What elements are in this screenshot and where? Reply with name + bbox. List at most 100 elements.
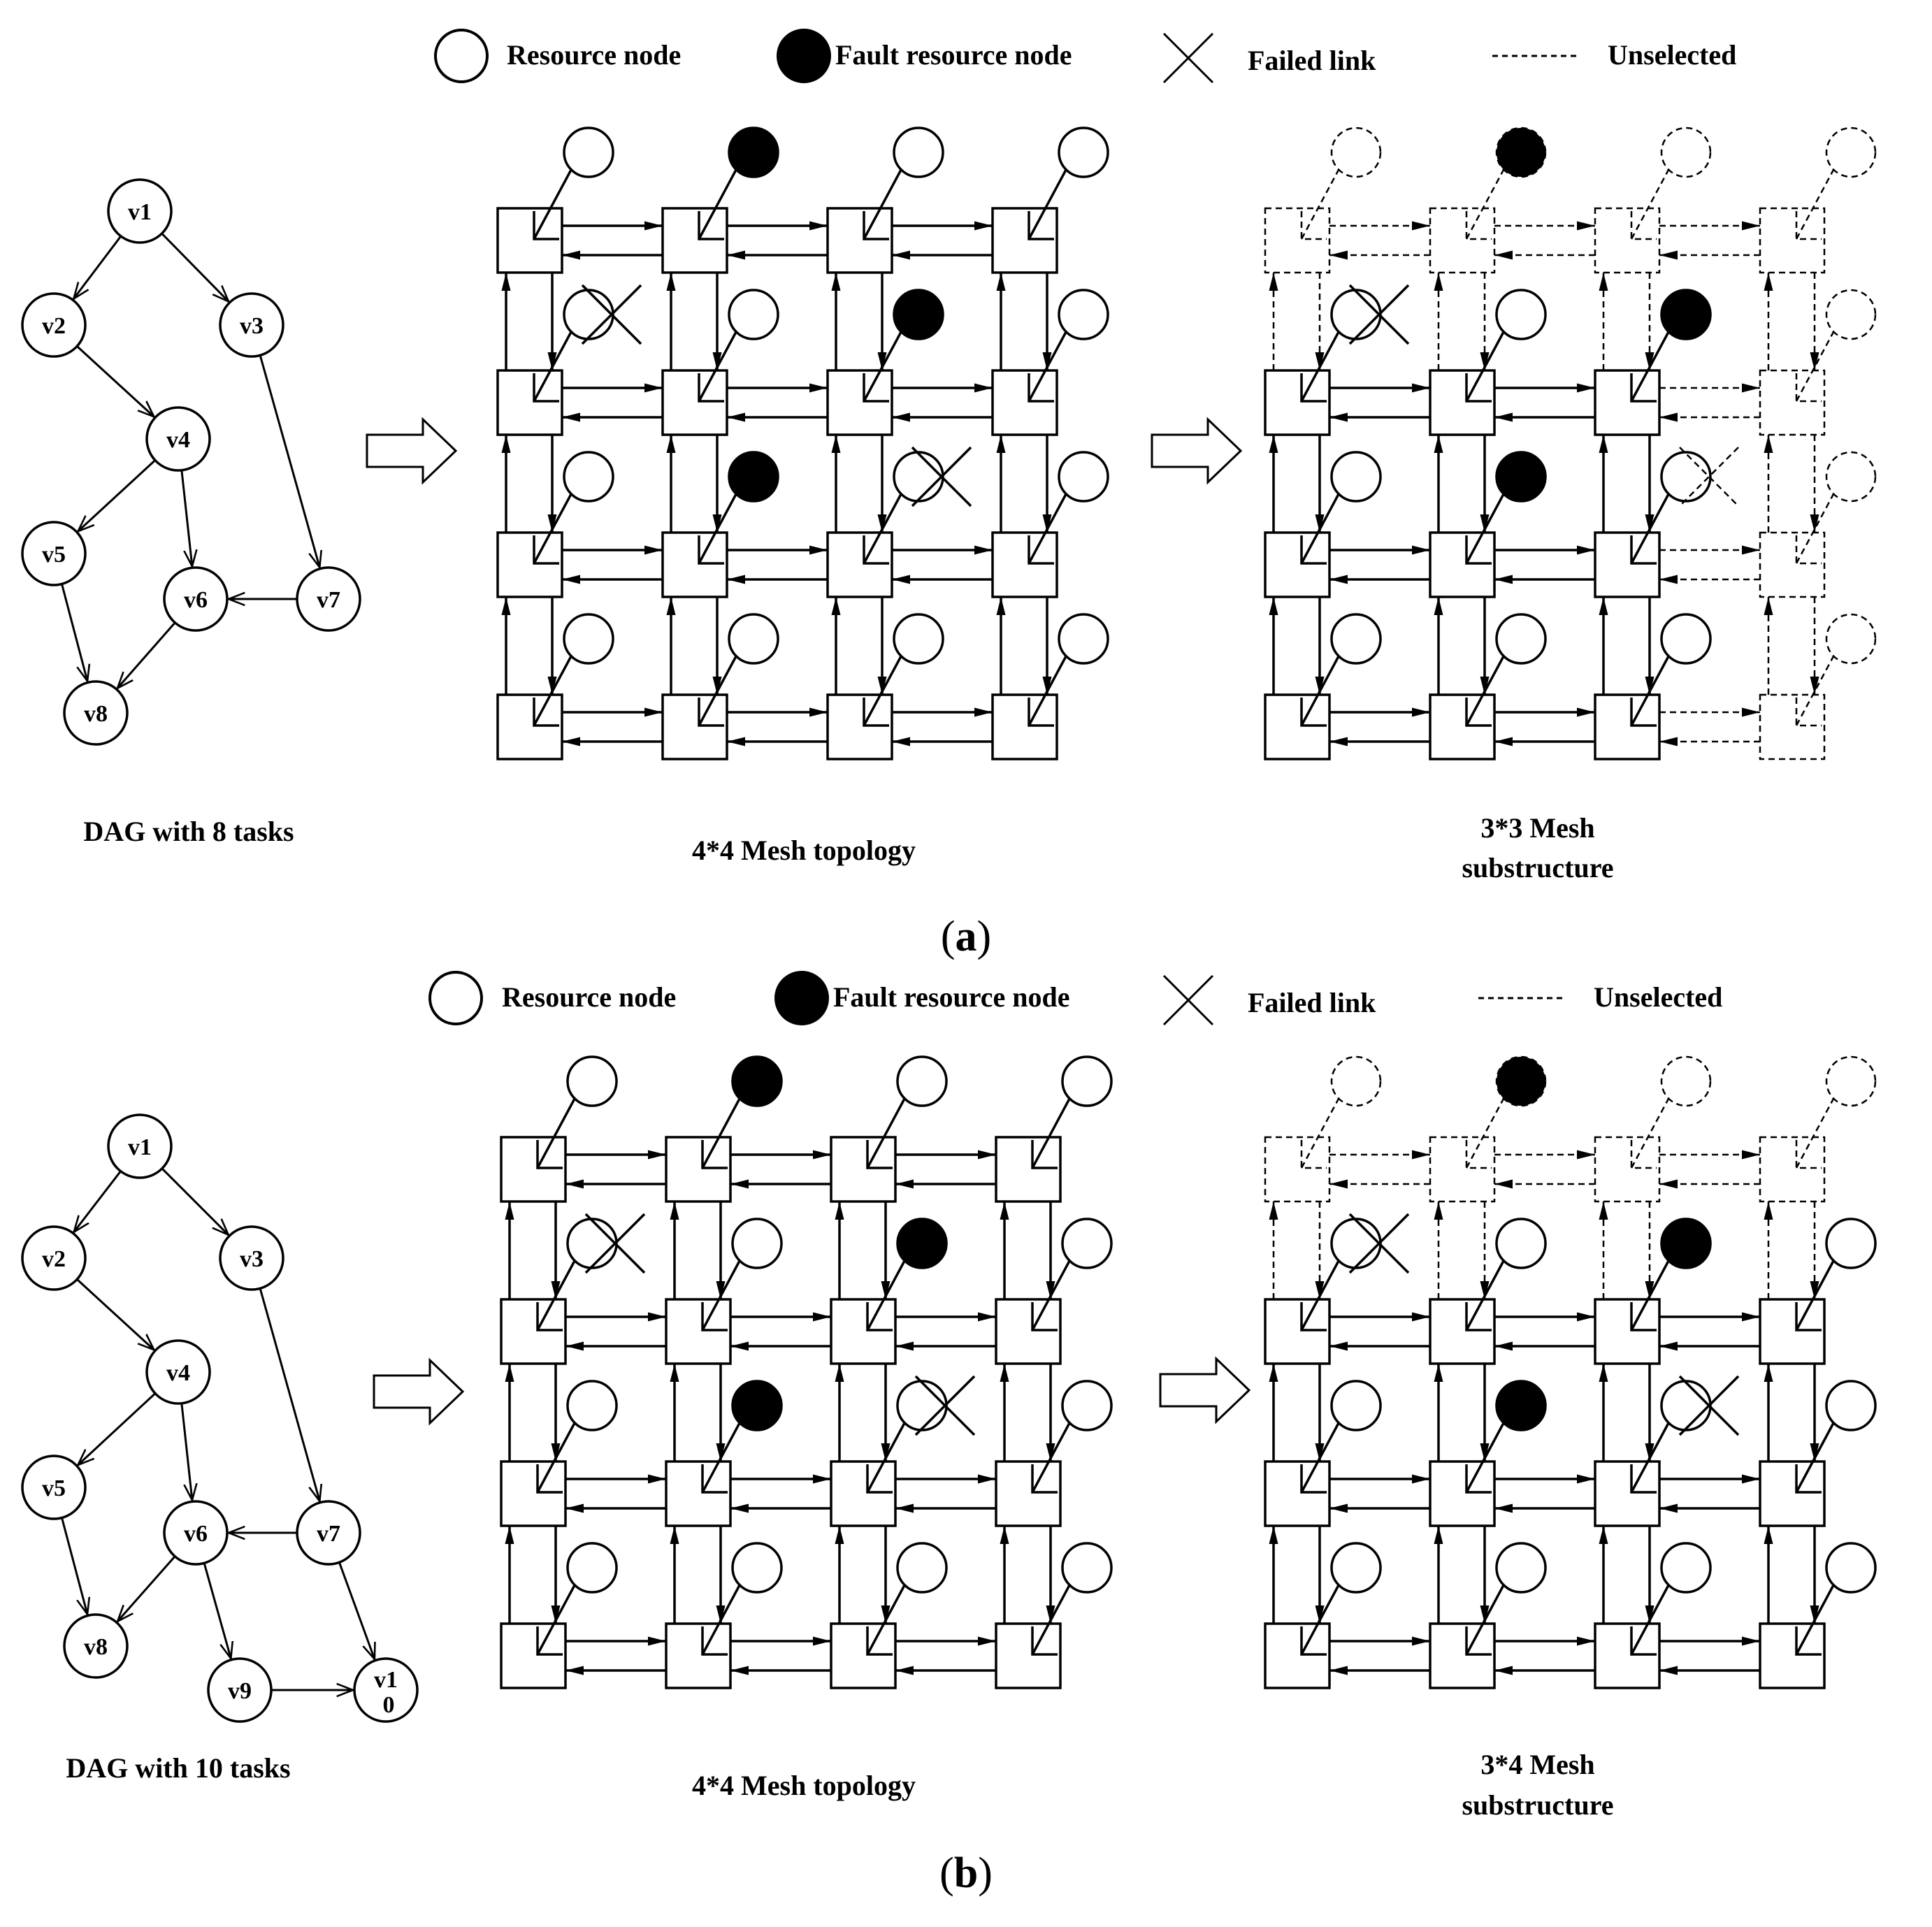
router-node: [1759, 693, 1826, 760]
router-node: [1429, 1136, 1496, 1203]
router-port: [1300, 211, 1327, 240]
router-node: [1594, 1622, 1661, 1689]
resource-node: [566, 1218, 618, 1269]
mesh-caption: 4*4 Mesh topology: [692, 1770, 916, 1801]
fault-resource-node: [1660, 289, 1712, 340]
resource-node: [1660, 1055, 1712, 1107]
router-node: [1429, 1298, 1496, 1365]
resource-node: [1330, 127, 1382, 178]
dag-edge: [259, 354, 319, 567]
dag-node-label: v3: [240, 1246, 264, 1272]
dag-edge: [117, 1555, 176, 1622]
dag-node-label: v1: [374, 1667, 398, 1693]
router-port: [1630, 211, 1657, 240]
resource-node: [1660, 127, 1712, 178]
router-node: [826, 369, 893, 436]
transform-arrow-icon: [1159, 1356, 1251, 1424]
resource-link: [1465, 1098, 1505, 1169]
resource-node: [1061, 1380, 1113, 1431]
resource-link: [1795, 169, 1835, 240]
dag-node-label: v5: [42, 1475, 66, 1501]
router-node: [995, 1460, 1062, 1527]
dag-edge: [161, 233, 229, 301]
router-node: [500, 1298, 567, 1365]
resource-node: [1061, 1055, 1113, 1107]
router-node: [1594, 1298, 1661, 1365]
failed-link-mark: [1679, 447, 1739, 507]
router-node: [1759, 207, 1826, 274]
router-node: [1264, 531, 1331, 598]
router-node: [991, 693, 1058, 760]
resource-link: [866, 1098, 906, 1169]
resource-link: [698, 169, 737, 240]
dag-node-label: v7: [317, 587, 340, 613]
router-node: [826, 693, 893, 760]
transform-arrow-icon: [1151, 417, 1243, 485]
substructure-b: [1264, 1055, 1877, 1689]
resource-node: [1825, 1218, 1877, 1269]
resource-node: [1330, 1218, 1382, 1269]
resource-link: [1795, 331, 1835, 402]
resource-link: [1630, 169, 1670, 240]
substructure-a: [1264, 127, 1877, 760]
resource-node: [1825, 127, 1877, 178]
resource-node: [1058, 451, 1109, 503]
resource-link: [1028, 169, 1067, 240]
router-node: [665, 1460, 732, 1527]
router-node: [1264, 1460, 1331, 1527]
router-port: [1795, 1140, 1822, 1169]
router-node: [991, 207, 1058, 274]
router-node: [1759, 369, 1826, 436]
dag-node-v3: [219, 292, 284, 358]
resource-link: [1630, 1098, 1670, 1169]
router-node: [1759, 1136, 1826, 1203]
router-node: [826, 207, 893, 274]
dag-edge: [180, 1403, 192, 1501]
router-node: [1594, 207, 1661, 274]
resource-node: [566, 1055, 618, 1107]
dag-node-label: v1: [128, 1134, 152, 1160]
router-node: [661, 531, 728, 598]
dag-node-v7: [296, 566, 361, 632]
legend-b: Resource node Fault resource node Failed…: [428, 971, 1722, 1026]
resource-node: [1660, 1380, 1712, 1431]
dag-node-v2: [21, 292, 87, 358]
dag-node-v3: [219, 1225, 284, 1291]
dag-edge: [338, 1561, 374, 1659]
resource-node: [1061, 1542, 1113, 1594]
dag-edge: [259, 1287, 319, 1501]
router-node: [991, 531, 1058, 598]
router-node: [500, 1622, 567, 1689]
resource-node: [563, 613, 614, 665]
router-node: [496, 207, 563, 274]
fault-resource-node: [1660, 1218, 1712, 1269]
mesh-4x4-a: [496, 127, 1109, 760]
fault-resource-node: [1495, 451, 1547, 503]
resource-node: [1058, 127, 1109, 178]
failed-link-mark: [1678, 1375, 1740, 1436]
substructure-caption-line1: 3*3 Mesh: [1480, 812, 1594, 844]
resource-node: [896, 1380, 948, 1431]
router-port: [1795, 698, 1822, 727]
resource-node: [1330, 1380, 1382, 1431]
resource-node: [563, 451, 614, 503]
resource-node: [1495, 1218, 1547, 1269]
legend-resource-node-icon: [428, 971, 483, 1025]
router-node: [1759, 1298, 1826, 1365]
dag-node-label: v8: [84, 701, 108, 727]
resource-node: [1825, 289, 1877, 340]
dag-node-label: v1: [128, 199, 152, 225]
dag-edge: [161, 1167, 229, 1235]
router-node: [665, 1622, 732, 1689]
failed-link-mark: [1348, 1213, 1410, 1274]
router-node: [1759, 1460, 1826, 1527]
fault-resource-node: [896, 1218, 948, 1269]
router-node: [830, 1460, 897, 1527]
router-node: [500, 1136, 567, 1203]
router-node: [1759, 531, 1826, 598]
resource-node: [1330, 289, 1382, 340]
resource-node: [1495, 613, 1547, 665]
resource-node: [1058, 289, 1109, 340]
